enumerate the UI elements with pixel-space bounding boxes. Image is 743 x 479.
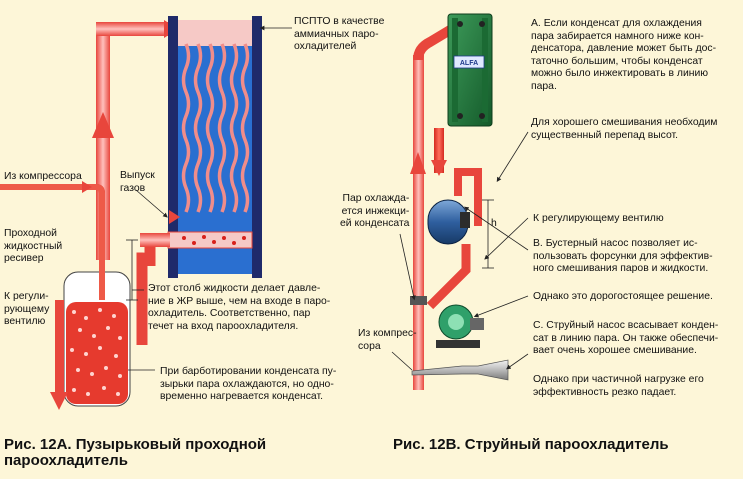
- pump-outlet-pipe: [454, 168, 482, 226]
- receiver-liquid: [66, 302, 128, 404]
- leader-compressor: [391, 351, 413, 371]
- steam-line-vertical: [413, 55, 424, 390]
- label-receiver: Проходной жидкостный ресивер: [4, 228, 63, 265]
- hx-frame-left: [168, 16, 178, 278]
- label-h: h: [491, 218, 497, 229]
- injection-fitting: [410, 296, 427, 305]
- condensate-return-pipe: [136, 247, 156, 345]
- note-b: В. Бустерный насос позволяет ис- пользов…: [533, 238, 713, 275]
- pump-to-jet-pipe: [426, 244, 471, 310]
- note-mixing: Для хорошего смешивания необходим сущест…: [531, 117, 718, 141]
- left-figure: [0, 16, 292, 410]
- label-to-valve: К регули- рующему вентилю: [4, 291, 50, 328]
- valve-outlet-pipe: [55, 300, 64, 394]
- gas-outlet-pipe: [140, 233, 170, 247]
- plate-logo: ALFA: [460, 60, 478, 67]
- jet-pump-base: [436, 340, 480, 348]
- note-bubbling: При барботировании конденсата пу- зырьки…: [160, 366, 337, 403]
- hx-channels: [181, 43, 250, 213]
- label-hx: ПСПТО в качестве аммиачных паро- охладит…: [294, 16, 385, 53]
- leader-injected: [399, 233, 416, 301]
- hx-frame-right: [252, 16, 262, 278]
- jet-nozzle: [411, 359, 509, 381]
- note-a: А. Если конденсат для охлаждения пара за…: [531, 18, 717, 92]
- drain-arrow: [431, 160, 447, 176]
- leader-valve: [484, 217, 529, 260]
- steam-line-top: [413, 25, 453, 61]
- right-figure: ALFA: [391, 13, 529, 390]
- leader-note-b: [464, 206, 529, 251]
- leader-note-c: [506, 353, 529, 370]
- leader-expensive: [473, 295, 529, 318]
- green-hx: [447, 13, 493, 127]
- caption-left: Рис. 12А. Пузырьковый проходной пароохла…: [4, 436, 267, 469]
- label-to-valve-right: К регулирующему вентилю: [533, 213, 664, 224]
- discharge-pipe-horizontal: [96, 22, 182, 36]
- note-partial: Однако при частичной нагрузке его эффект…: [533, 374, 704, 398]
- hx-drain-pipe: [434, 128, 444, 173]
- hx-top-vapour: [178, 20, 252, 46]
- note-c: С. Струйный насос всасывает конден- сат …: [533, 320, 719, 357]
- inlet-arrow: [82, 181, 92, 193]
- label-injected: Пар охлажда- ется инжекци- ей конденсата: [340, 193, 410, 230]
- leader-gas: [135, 189, 168, 218]
- note-expensive: Однако это дорогостоящее решение.: [533, 291, 713, 302]
- gas-outlet-arrow: [169, 210, 180, 224]
- condensate-drops: [182, 235, 246, 245]
- valve-outlet-arrow: [50, 392, 68, 410]
- label-gas-outlet: Выпуск газов: [120, 170, 155, 194]
- flow-arrow-up: [92, 112, 114, 138]
- hx-bottom-header: [167, 231, 253, 249]
- caption-right: Рис. 12В. Струйный пароохладитель: [393, 436, 669, 453]
- steam-arrow-up: [410, 152, 426, 174]
- plate-logo-badge: [453, 55, 485, 69]
- label-from-compressor: Из компрессора: [4, 171, 82, 182]
- note-column: Этот столб жидкости делает давле- ние в …: [148, 283, 331, 332]
- receiver-bubbles: [70, 308, 122, 396]
- leader-note-a: [496, 131, 529, 183]
- label-from-compressor-right: Из компрес- сора: [358, 328, 417, 352]
